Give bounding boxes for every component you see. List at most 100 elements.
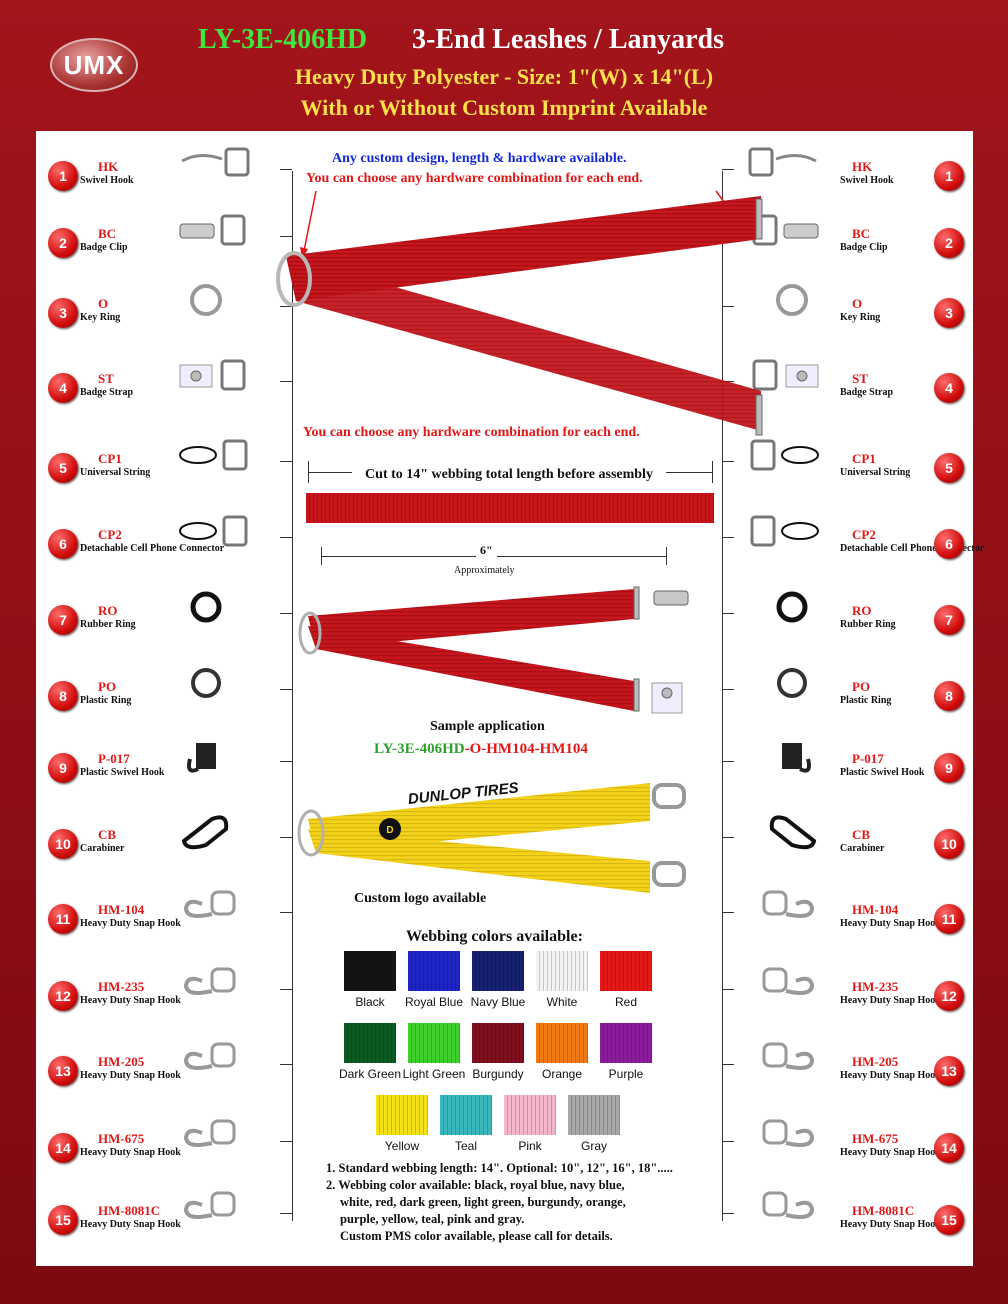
hardware-code: CP1 [852, 451, 876, 466]
item-number-badge: 7 [48, 605, 78, 635]
approx-label: Approximately [454, 565, 515, 576]
hardware-code: ST [98, 371, 114, 386]
string-icon [750, 515, 819, 547]
swatch-navy-blue [472, 951, 524, 991]
swatch-red [600, 951, 652, 991]
swatch-label: Burgundy [472, 1067, 524, 1081]
bracket-tick [722, 761, 734, 762]
swatch-label: Pink [518, 1139, 542, 1153]
hardware-desc: Heavy Duty Snap Hook [840, 1070, 941, 1081]
hardware-code: HM-235 [98, 979, 145, 994]
item-number-badge: 8 [48, 681, 78, 711]
bracket-tick [280, 537, 292, 538]
hardware-desc: Detachable Cell Phone Connector [80, 543, 225, 554]
bracket-tick [280, 1064, 292, 1065]
hardware-row-right-14: HM-675 Heavy Duty Snap Hook 14 [722, 1119, 973, 1193]
hardware-code: CP2 [98, 527, 122, 542]
hardware-desc: Carabiner [80, 843, 125, 854]
hardware-desc: Plastic Ring [80, 695, 132, 706]
swatch-label: Dark Green [338, 1067, 402, 1081]
strap-icon [752, 359, 819, 391]
hardware-row-right-9: P-017 Plastic Swivel Hook 9 [722, 743, 973, 813]
bracket-tick [722, 1064, 734, 1065]
bracket-tick [280, 837, 292, 838]
item-number-badge: 2 [934, 228, 964, 258]
swatch-pink [504, 1095, 556, 1135]
hook-icon [748, 147, 817, 177]
hardware-row-right-13: HM-205 Heavy Duty Snap Hook 13 [722, 1042, 973, 1116]
swatch-label: Orange [541, 1067, 583, 1081]
item-number-badge: 5 [48, 453, 78, 483]
hardware-desc: Heavy Duty Snap Hook [80, 1147, 181, 1158]
hardware-code: PO [852, 679, 871, 694]
swatch-label: Yellow [384, 1139, 420, 1153]
hardware-code: O [852, 296, 863, 311]
hardware-code: CB [852, 827, 871, 842]
hardware-desc: Swivel Hook [80, 175, 134, 186]
hardware-code: HK [98, 159, 119, 174]
item-number-badge: 13 [48, 1056, 78, 1086]
bracket-tick [280, 306, 292, 307]
left-bracket-line [292, 171, 293, 1221]
hardware-code: BC [98, 226, 117, 241]
item-number-badge: 12 [934, 981, 964, 1011]
hardware-desc: Badge Clip [840, 242, 888, 253]
hardware-desc: Universal String [80, 467, 151, 478]
swatch-orange [536, 1023, 588, 1063]
item-number-badge: 3 [48, 298, 78, 328]
hardware-row-left-8: 8 PO Plastic Ring [36, 668, 296, 741]
item-number-badge: 15 [934, 1205, 964, 1235]
swatch-label: Red [614, 995, 637, 1009]
bracket-tick [280, 461, 292, 462]
hardware-row-right-11: HM-104 Heavy Duty Snap Hook 11 [722, 890, 973, 964]
hardware-desc: Heavy Duty Snap Hook [840, 1219, 941, 1230]
hardware-row-right-5: CP1 Universal String 5 [722, 439, 973, 513]
cut-dim-line-right [666, 472, 712, 473]
bracket-tick [722, 537, 734, 538]
hardware-row-left-11: 11 HM-104 Heavy Duty Snap Hook [36, 890, 296, 964]
string-icon [179, 439, 248, 471]
string-icon [750, 439, 819, 471]
hardware-code: O [98, 296, 109, 311]
hardware-code: P-017 [98, 751, 130, 766]
hardware-desc: Universal String [840, 467, 911, 478]
hardware-code: RO [852, 603, 872, 618]
bracket-tick [280, 689, 292, 690]
rubber-icon [190, 591, 222, 623]
hardware-row-left-13: 13 HM-205 Heavy Duty Snap Hook [36, 1042, 296, 1116]
swatch-white [536, 951, 588, 991]
item-number-badge: 10 [934, 829, 964, 859]
hardware-row-right-7: RO Rubber Ring 7 [722, 591, 973, 665]
hardware-desc: Plastic Swivel Hook [840, 767, 925, 778]
hardware-code: RO [98, 603, 118, 618]
ring-icon [776, 284, 808, 316]
swatch-label: Navy Blue [470, 995, 526, 1009]
colors-heading: Webbing colors available: [406, 928, 583, 945]
item-number-badge: 11 [934, 904, 964, 934]
cut-dim-line-left [308, 472, 352, 473]
hardware-code: P-017 [852, 751, 884, 766]
hardware-code: HM-8081C [98, 1203, 161, 1218]
hardware-code: BC [852, 226, 871, 241]
hardware-row-left-9: 9 P-017 Plastic Swivel Hook [36, 743, 296, 813]
hardware-desc: Heavy Duty Snap Hook [80, 918, 181, 929]
hardware-row-left-15: 15 HM-8081C Heavy Duty Snap Hook [36, 1191, 296, 1265]
hardware-desc: Carabiner [840, 843, 885, 854]
subtitle: Heavy Duty Polyester - Size: 1"(W) x 14"… [294, 64, 714, 89]
bracket-tick [722, 689, 734, 690]
hardware-desc: Badge Strap [80, 387, 134, 398]
bracket-tick [722, 613, 734, 614]
spec-line: white, red, dark green, light green, bur… [340, 1195, 626, 1209]
hardware-desc: Heavy Duty Snap Hook [80, 1219, 181, 1230]
hardware-code: ST [852, 371, 868, 386]
bracket-tick [280, 761, 292, 762]
hardware-row-right-6: CP2 Detachable Cell Phone Connector 6 [722, 515, 984, 589]
item-number-badge: 11 [48, 904, 78, 934]
swatch-label: Purple [608, 1067, 644, 1081]
hardware-desc: Badge Clip [80, 242, 128, 253]
hardware-row-left-6: 6 CP2 Detachable Cell Phone Connector [36, 515, 296, 589]
assembled-lanyard-illustration [298, 586, 689, 714]
snap-icon [183, 1042, 236, 1070]
hardware-code: HM-104 [98, 902, 145, 917]
